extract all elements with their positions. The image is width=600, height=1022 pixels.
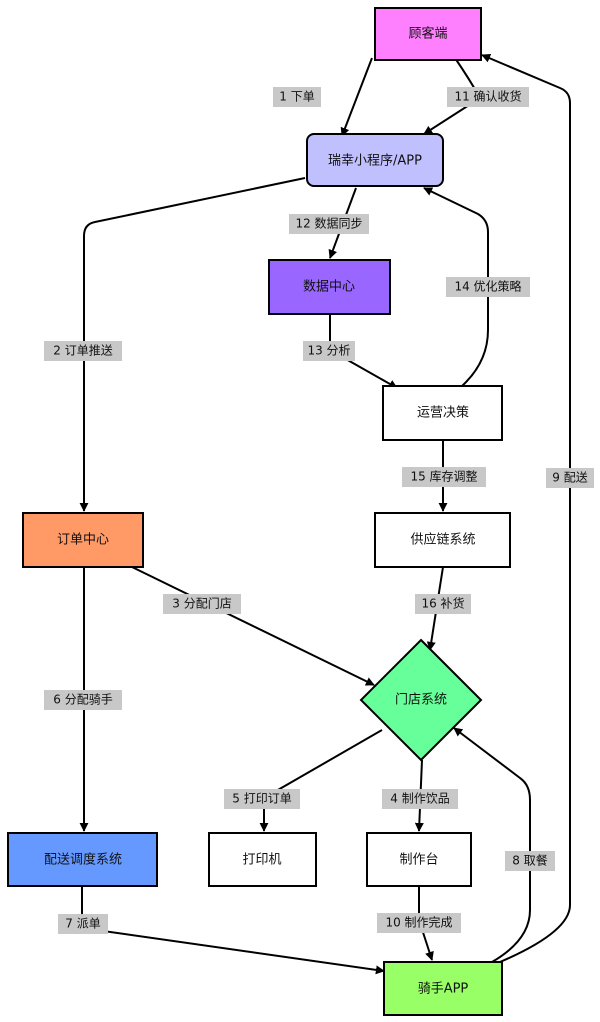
node-dispatch-shape bbox=[7, 832, 158, 887]
edge-label-2: 2 订单推送 bbox=[44, 341, 122, 361]
edge-label-11-text: 11 确认收货 bbox=[454, 89, 521, 104]
edge-label-2-text: 2 订单推送 bbox=[53, 343, 112, 358]
node-ops-decision-label: 运营决策 bbox=[417, 405, 469, 421]
edge-3-assign-store bbox=[131, 566, 375, 686]
node-app: 瑞幸小程序/APP bbox=[306, 133, 444, 187]
node-prep-station-shape bbox=[366, 832, 472, 887]
edge-label-6: 6 分配骑手 bbox=[44, 690, 122, 710]
edge-label-10: 10 制作完成 bbox=[377, 913, 461, 933]
node-order-center-label: 订单中心 bbox=[57, 533, 109, 548]
node-prep-station-label: 制作台 bbox=[399, 853, 438, 868]
edge-5-print-order bbox=[259, 729, 383, 832]
edge-label-16-text: 16 补货 bbox=[421, 596, 464, 611]
edge-label-15-text: 15 库存调整 bbox=[410, 469, 477, 484]
edge-label-1: 1 下单 bbox=[273, 87, 321, 107]
edge-label-7: 7 派单 bbox=[58, 914, 108, 934]
edge-label-13-text: 13 分析 bbox=[307, 344, 350, 358]
node-supply-chain-shape bbox=[374, 512, 511, 568]
node-printer: 打印机 bbox=[208, 832, 317, 887]
edge-label-3: 3 分配门店 bbox=[163, 594, 241, 614]
edge-label-12-text: 12 数据同步 bbox=[295, 216, 362, 231]
edge-label-7-text: 7 派单 bbox=[65, 917, 100, 931]
edge-1-order bbox=[340, 57, 373, 137]
edge-label-14: 14 优化策略 bbox=[446, 277, 530, 297]
edge-2-order-push bbox=[79, 177, 306, 512]
node-store-system-label: 门店系统 bbox=[395, 693, 447, 708]
node-rider-app-label: 骑手APP bbox=[418, 982, 469, 997]
edge-label-9-text: 9 配送 bbox=[552, 470, 587, 485]
node-data-center: 数据中心 bbox=[268, 259, 391, 315]
node-order-center-shape bbox=[22, 512, 144, 568]
node-rider-app: 骑手APP bbox=[383, 961, 503, 1016]
edge-7-dispatch bbox=[81, 886, 385, 975]
edge-label-3-text: 3 分配门店 bbox=[172, 596, 231, 611]
edge-label-8: 8 取餐 bbox=[505, 851, 555, 871]
node-dispatch: 配送调度系统 bbox=[7, 832, 158, 887]
edge-label-5-text: 5 打印订单 bbox=[232, 792, 291, 806]
edge-label-9: 9 配送 bbox=[546, 468, 594, 488]
node-order-center: 订单中心 bbox=[22, 512, 144, 568]
node-printer-label: 打印机 bbox=[242, 853, 281, 868]
node-data-center-label: 数据中心 bbox=[303, 280, 355, 295]
edge-label-16: 16 补货 bbox=[415, 594, 471, 614]
node-supply-chain-label: 供应链系统 bbox=[410, 532, 475, 548]
edge-9-delivery bbox=[481, 54, 571, 963]
node-ops-decision-shape bbox=[382, 385, 503, 441]
edge-label-15: 15 库存调整 bbox=[402, 467, 486, 487]
edge-label-10-text: 10 制作完成 bbox=[385, 915, 452, 930]
node-store-system: 门店系统 bbox=[359, 638, 483, 762]
node-customer-shape bbox=[374, 7, 482, 61]
edge-label-4: 4 制作饮品 bbox=[382, 789, 458, 809]
edge-label-6-text: 6 分配骑手 bbox=[53, 693, 112, 707]
edge-label-12: 12 数据同步 bbox=[289, 214, 369, 234]
edge-label-8-text: 8 取餐 bbox=[512, 853, 547, 868]
node-app-shape bbox=[306, 133, 444, 187]
node-data-center-shape bbox=[268, 259, 391, 315]
node-store-system-shape bbox=[359, 638, 483, 762]
edge-label-5: 5 打印订单 bbox=[224, 789, 300, 809]
node-printer-shape bbox=[208, 832, 317, 887]
node-ops-decision: 运营决策 bbox=[382, 385, 503, 441]
node-dispatch-label: 配送调度系统 bbox=[44, 852, 122, 868]
node-prep-station: 制作台 bbox=[366, 832, 472, 887]
edge-label-14-text: 14 优化策略 bbox=[454, 279, 521, 294]
edge-label-1-text: 1 下单 bbox=[279, 90, 314, 104]
node-app-label: 瑞幸小程序/APP bbox=[328, 154, 422, 169]
node-rider-app-shape bbox=[383, 961, 503, 1016]
edge-label-13: 13 分析 bbox=[303, 341, 355, 361]
edge-label-11: 11 确认收货 bbox=[447, 87, 529, 107]
edge-label-4-text: 4 制作饮品 bbox=[390, 792, 449, 806]
node-supply-chain: 供应链系统 bbox=[374, 512, 511, 568]
node-customer: 顾客端 bbox=[374, 7, 482, 61]
node-customer-label: 顾客端 bbox=[408, 26, 447, 42]
